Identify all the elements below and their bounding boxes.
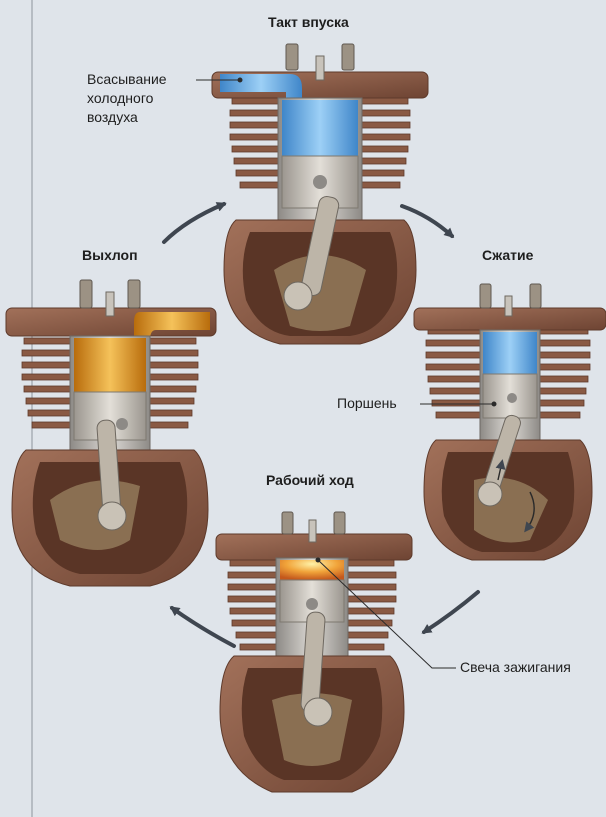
engine-power — [216, 512, 412, 792]
arrow-compression-to-power — [424, 592, 478, 632]
engine-compression — [414, 284, 606, 560]
stage-title-intake: Такт впуска — [268, 13, 349, 32]
callout-intake-air-line3: воздуха — [87, 108, 167, 127]
callout-spark-plug: Свеча зажигания — [460, 658, 571, 677]
stage-title-power: Рабочий ход — [266, 471, 354, 490]
arrow-exhaust-to-intake — [164, 204, 224, 242]
stage-title-compression: Сжатие — [482, 246, 533, 265]
callout-intake-air: Всасывание холодного воздуха — [87, 70, 167, 127]
callout-intake-air-line1: Всасывание — [87, 70, 167, 89]
callout-piston: Поршень — [337, 394, 397, 413]
arrow-power-to-exhaust — [172, 608, 234, 646]
callout-intake-air-line2: холодного — [87, 89, 167, 108]
engine-intake — [212, 44, 428, 344]
engine-exhaust — [6, 280, 216, 586]
stage-title-exhaust: Выхлоп — [82, 246, 138, 265]
